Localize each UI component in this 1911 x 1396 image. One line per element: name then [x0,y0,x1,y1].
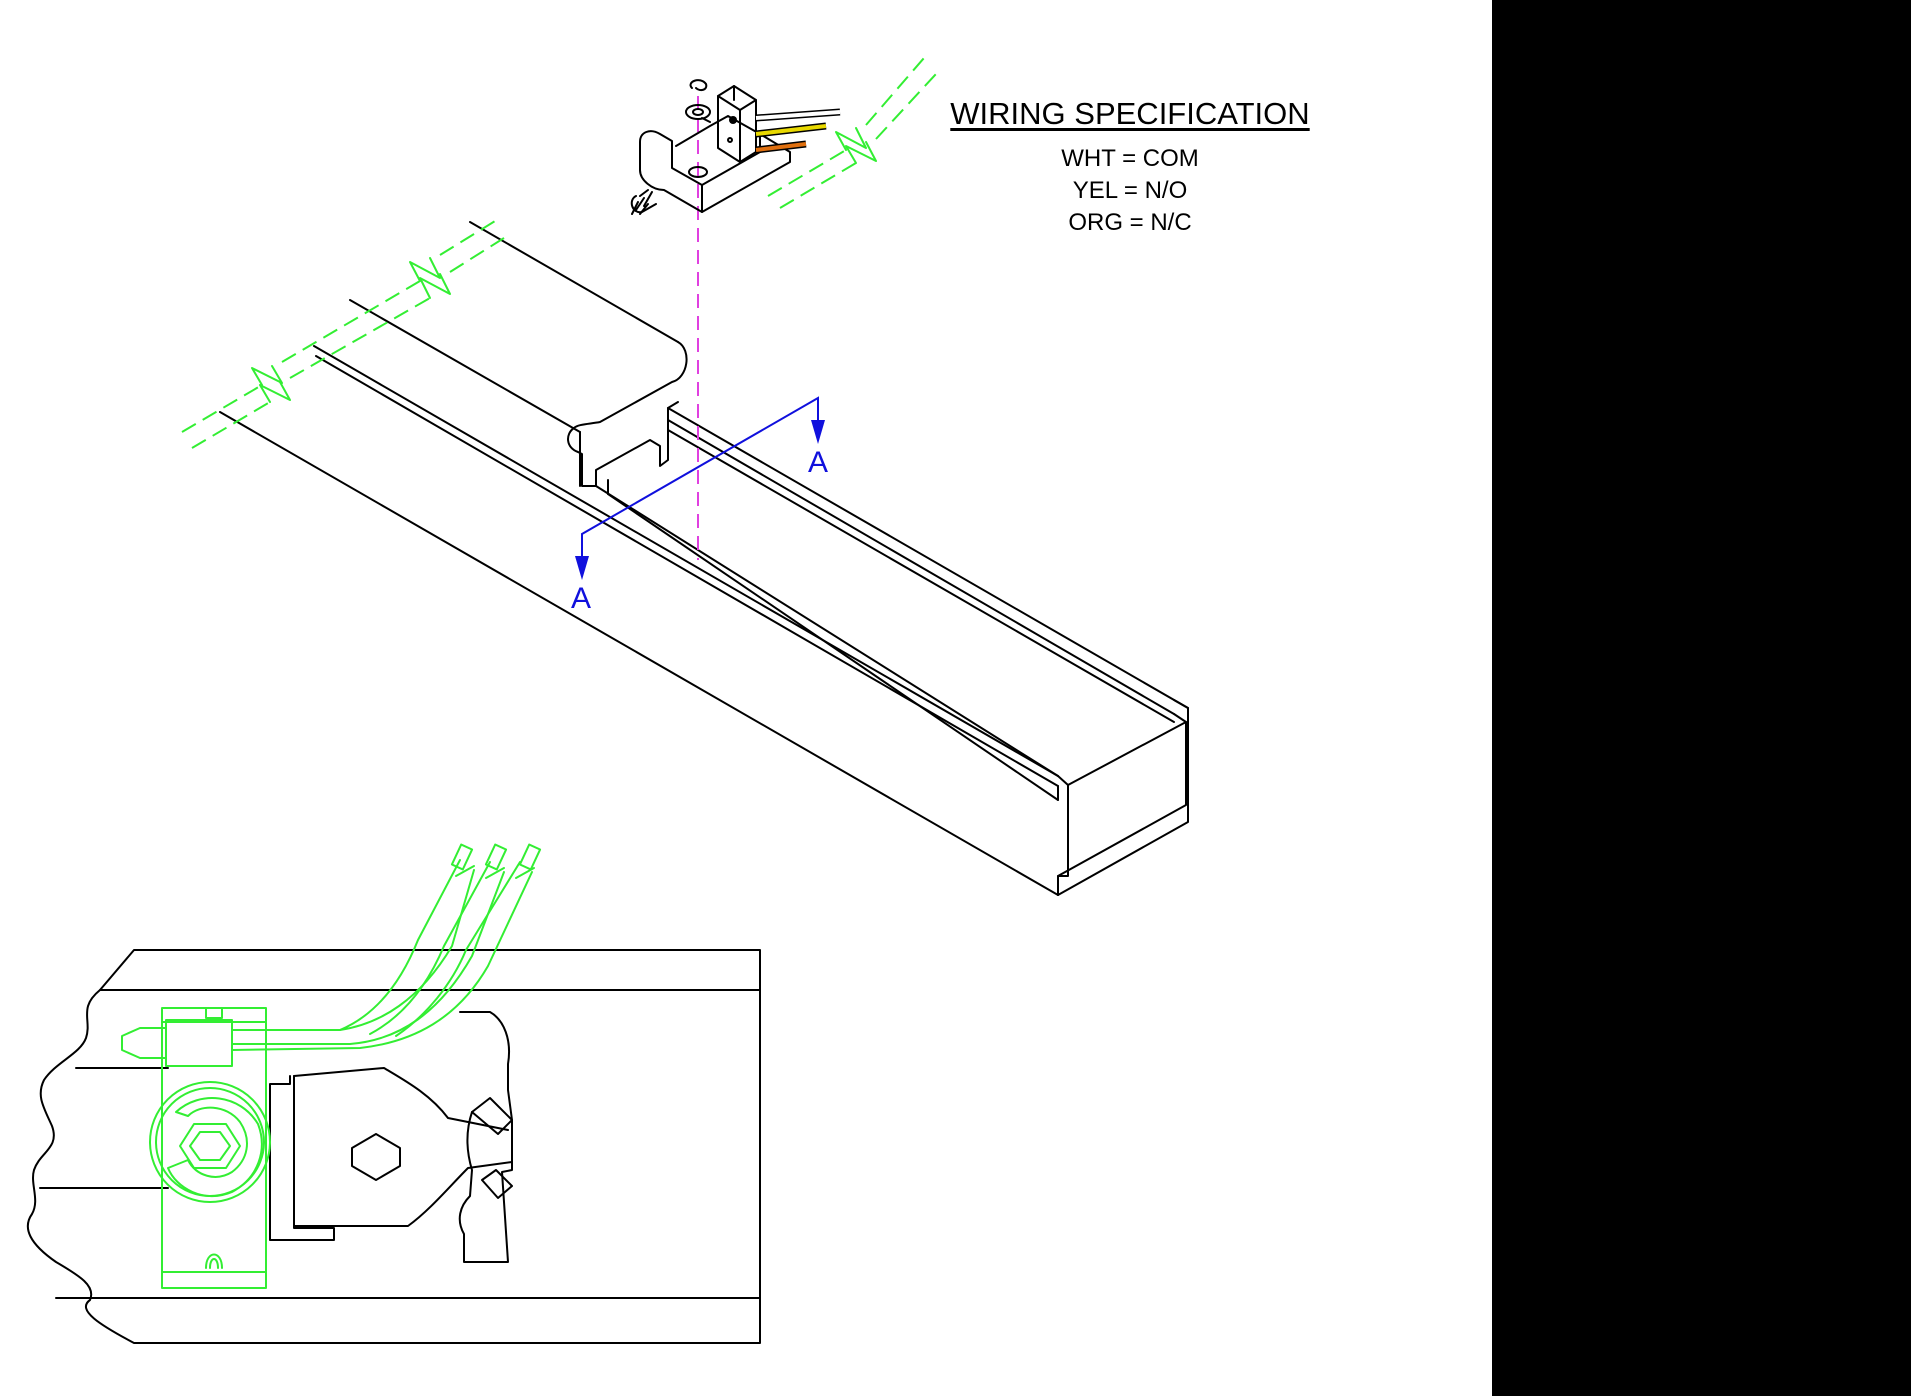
section-view [27,843,761,1344]
limit-switch-assembly [630,79,841,215]
wire-white [755,110,841,120]
section-switch [121,843,542,1289]
wire-yellow [755,124,827,136]
wiring-spec-line: WHT = COM [1061,145,1199,172]
section-cut-line: A A [571,396,828,615]
section-label-right: A [808,446,828,479]
wire-orange [755,142,807,152]
black-margin [1492,0,1911,1396]
wiring-specification-title: WIRING SPECIFICATION [950,96,1310,131]
rail-cap [349,221,688,487]
section-label-left: A [571,582,591,615]
channel-track [219,345,1189,896]
technical-drawing: A A [27,57,1189,1344]
wiring-spec-line: ORG = N/C [1068,209,1192,236]
drawing-sheet: A A [0,0,1492,1396]
switch-wires [755,108,841,154]
break-lines [181,57,937,449]
wiring-spec-line: YEL = N/O [1072,177,1188,204]
